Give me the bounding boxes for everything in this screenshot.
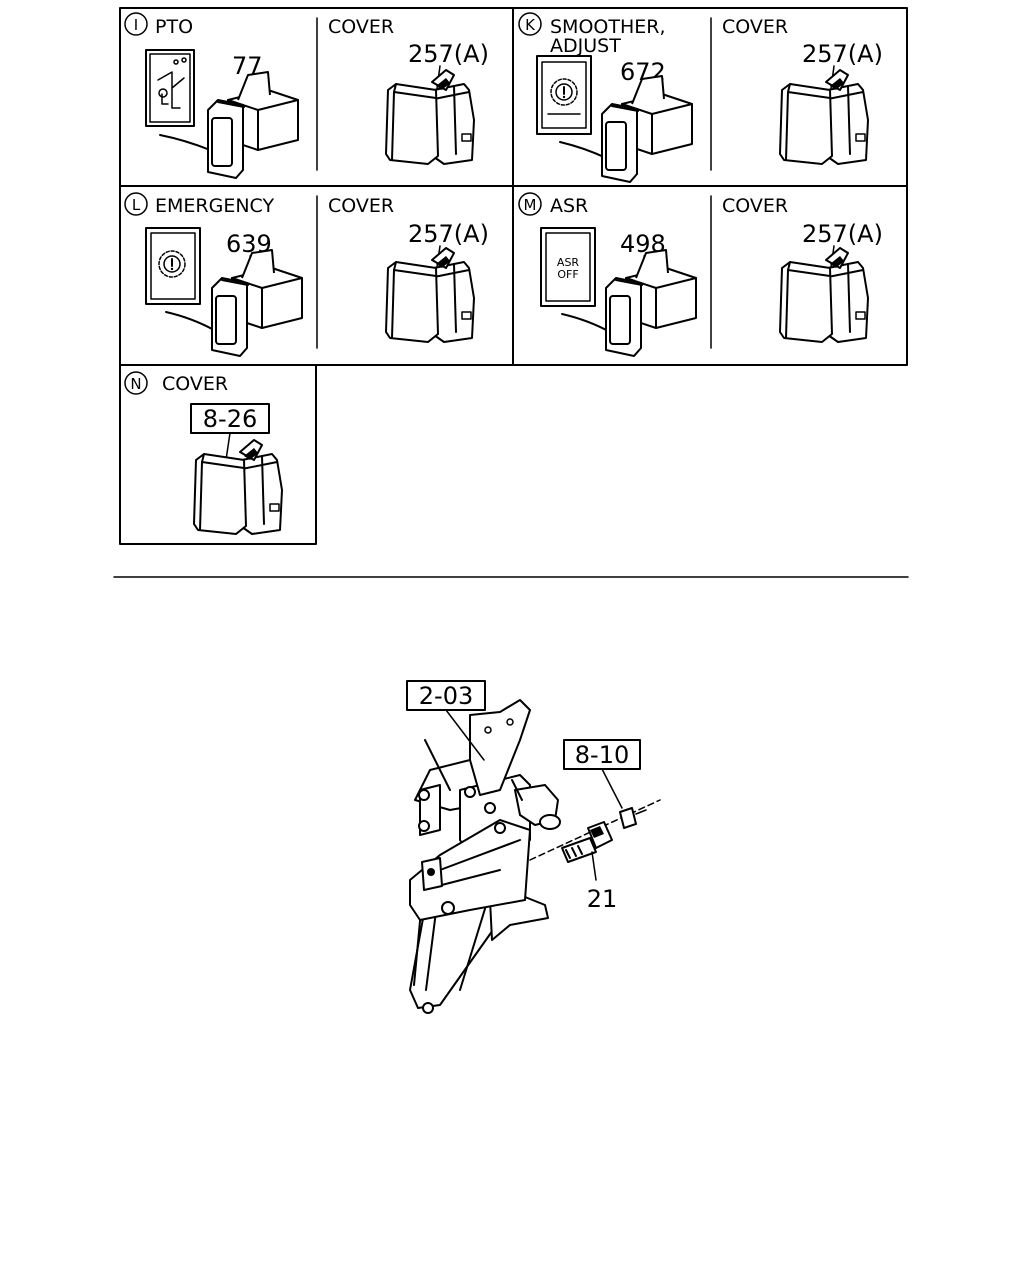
panel-k-title-line1: SMOOTHER,: [550, 16, 666, 38]
ref-2-03: 2-03: [419, 682, 473, 710]
panel-i-cover-title: COVER: [328, 16, 394, 38]
panel-k-cover-title: COVER: [722, 16, 788, 38]
asr-off-icon: ASR OFF: [540, 227, 596, 307]
asr-switch-text-2: OFF: [557, 268, 578, 281]
panel-l-cover-part: 257(A): [408, 220, 489, 248]
panel-l: L EMERGENCY 639 COVER 257(A): [124, 192, 489, 357]
ref-8-26: 8-26: [203, 405, 257, 433]
panel-i-letter: I: [134, 16, 138, 34]
panel-m: M ASR ASR OFF 498 COVER 257(A): [518, 192, 883, 357]
panel-n: N COVER 8-26: [124, 371, 283, 535]
panel-i-cover-part: 257(A): [408, 40, 489, 68]
panel-i: I PTO 77 COVER 257(A): [124, 12, 489, 179]
panel-l-letter: L: [132, 196, 141, 214]
panel-k-letter: K: [525, 16, 536, 34]
gear-warning-icon: [145, 227, 201, 305]
panel-k-cover-part: 257(A): [802, 40, 883, 68]
panel-n-title: COVER: [162, 373, 228, 395]
ref-8-10: 8-10: [575, 741, 629, 769]
asr-switch-text-1: ASR: [557, 256, 580, 269]
panel-l-title: EMERGENCY: [155, 195, 274, 217]
panel-n-letter: N: [130, 375, 141, 393]
gear-warning-icon: [536, 55, 592, 135]
brake-pedal-assembly-icon: [409, 699, 661, 1014]
panel-m-cover-title: COVER: [722, 195, 788, 217]
pto-switch-icon: [145, 49, 195, 127]
panel-k: K SMOOTHER, ADJUST 672 COVER 257(A): [518, 12, 883, 183]
panel-m-title: ASR: [550, 195, 588, 217]
panel-k-title-line2: ADJUST: [550, 35, 621, 57]
switch-cover-icon: [385, 69, 475, 165]
panel-m-cover-part: 257(A): [802, 220, 883, 248]
panel-i-title: PTO: [155, 16, 193, 38]
panel-grid: [119, 7, 908, 545]
panel-m-letter: M: [524, 196, 537, 214]
part-number-21: 21: [587, 885, 618, 913]
panel-l-cover-title: COVER: [328, 195, 394, 217]
